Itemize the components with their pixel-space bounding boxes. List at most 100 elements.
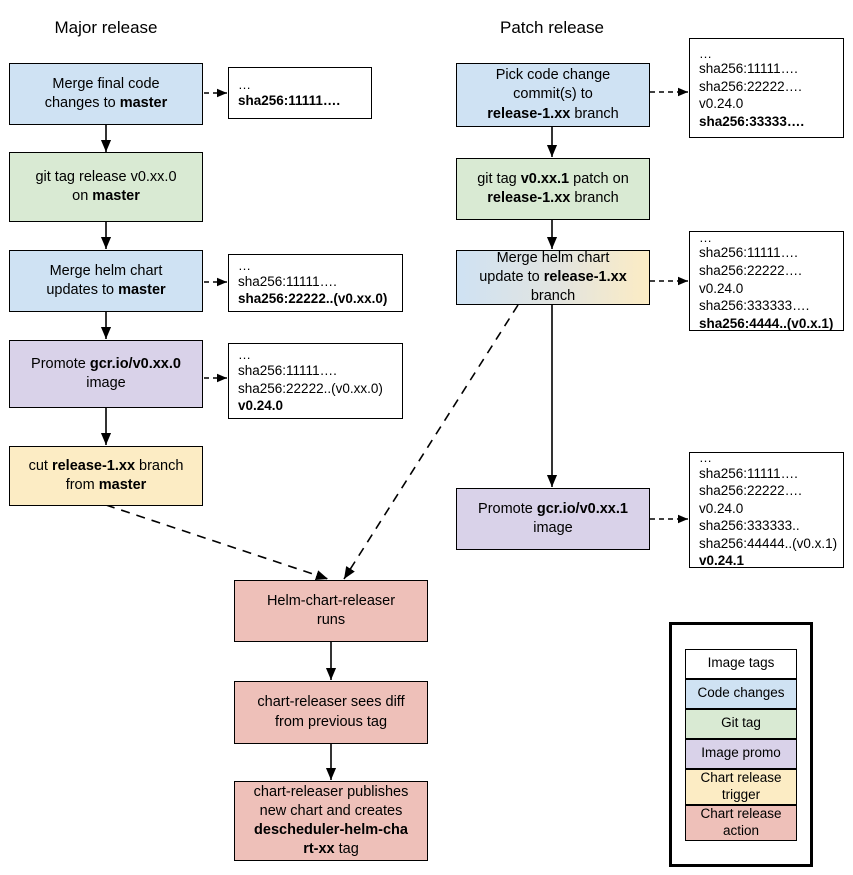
note-lines: …sha256:11111…. sha256:22222..(v0.xx.0) <box>238 258 396 308</box>
node-label-line: commit(s) to <box>513 86 593 103</box>
node-label-line: new chart and creates <box>259 802 403 819</box>
legend-item-label: Git tag <box>721 715 761 731</box>
legend-item-chart-release-action: Chart release action <box>685 804 797 841</box>
legend-item-label: Code changes <box>697 685 785 701</box>
note-line: sha256:22222…. <box>699 483 802 499</box>
note-lines: …sha256:11111…. sha256:22222….v0.24.0 sha2… <box>699 450 837 570</box>
note-image-tags-major-3: …sha256:11111….sha256:22222..(v0.xx.0)v0… <box>228 343 403 419</box>
note-line: sha256:22222..(v0.xx.0) <box>238 380 383 396</box>
note-line: v0.24.1 <box>699 553 745 569</box>
legend-item-label: Chart release action <box>700 806 782 838</box>
legend-item-chart-release-trigger: Chart release trigger <box>685 768 797 805</box>
note-line: sha256:11111…. <box>699 465 798 481</box>
node-label-line: Merge helm chart <box>49 262 163 279</box>
legend-item-label: Image tags <box>707 655 775 671</box>
node-label-line: chart-releaser publishes <box>253 783 409 800</box>
major-note-arrows <box>204 88 227 383</box>
node-label-line: Promote gcr.io/v0.xx.0 <box>31 355 181 372</box>
node-label: Promote gcr.io/v0.xx.1 image <box>463 500 643 538</box>
patch-release-title: Patch release <box>500 18 604 37</box>
legend-item-git-tag: Git tag <box>685 708 797 739</box>
note-image-tags-major-1: …sha256:11111…. <box>228 67 372 119</box>
node-label-line: descheduler-helm-cha <box>254 822 408 838</box>
node-label-line: Helm-chart-releaser <box>266 592 396 609</box>
note-line: sha256:22222..(v0.xx.0) <box>238 291 388 307</box>
node-promote-image-major[interactable]: Promote gcr.io/v0.xx.0 image <box>9 340 203 408</box>
legend-item-image-promo: Image promo <box>685 738 797 769</box>
node-label-line: Merge helm chart <box>496 249 610 266</box>
legend-item-image-tags: Image tags <box>685 648 797 679</box>
major-release-title: Major release <box>54 18 158 37</box>
node-label-line: update to release-1.xx <box>479 268 627 285</box>
patch-note-arrows <box>650 87 688 524</box>
node-label: Promote gcr.io/v0.xx.0 image <box>16 355 196 393</box>
note-line: sha256:11111…. <box>699 61 798 77</box>
note-line: sha256:11111…. <box>238 92 341 108</box>
node-promote-image-patch[interactable]: Promote gcr.io/v0.xx.1 image <box>456 488 650 550</box>
note-lines: …sha256:11111…. <box>238 76 365 109</box>
note-lines: …sha256:11111….sha256:22222..(v0.xx.0)v0… <box>238 349 396 414</box>
note-line: sha256:22222…. <box>699 263 802 279</box>
node-label-line: Promote gcr.io/v0.xx.1 <box>478 500 628 517</box>
note-ellipsis: … <box>699 450 713 466</box>
note-lines: …sha256:11111…. sha256:22222….v0.24.0 sha2… <box>699 229 837 332</box>
note-line: sha256:11111…. <box>699 245 798 261</box>
node-label-line: release-1.xx branch <box>487 105 619 122</box>
legend-item-label: Image promo <box>701 745 781 761</box>
node-label: Pick code change commit(s) to release-1.xx… <box>463 66 643 123</box>
note-image-tags-patch-3: …sha256:11111…. sha256:22222….v0.24.0 sha2… <box>689 450 844 570</box>
node-label: Merge helm chart updates to master <box>16 262 196 300</box>
note-ellipsis: … <box>699 229 713 245</box>
note-ellipsis: … <box>238 258 252 274</box>
note-line: sha256:333333.. <box>699 518 800 534</box>
node-label-line: changes to master <box>44 95 168 111</box>
note-line: v0.24.0 <box>699 96 744 112</box>
node-merge-helm-chart-updates[interactable]: Merge helm chart updates to master <box>9 250 203 312</box>
note-ellipsis: … <box>238 76 252 92</box>
node-label: Merge final code changes to master <box>16 75 196 113</box>
note-image-tags-patch-2: …sha256:11111…. sha256:22222….v0.24.0 sha2… <box>689 231 844 331</box>
node-label-line: updates to master <box>46 282 166 298</box>
note-line: v0.24.0 <box>238 398 284 414</box>
note-line: sha256:33333…. <box>699 113 805 129</box>
node-cut-release-branch[interactable]: cut release-1.xx branch from master <box>9 446 203 506</box>
node-chart-releaser-publishes[interactable]: chart-releaser publishes new chart and cr… <box>234 781 428 861</box>
node-label-line: from previous tag <box>274 713 388 730</box>
node-merge-final-code[interactable]: Merge final code changes to master <box>9 63 203 125</box>
note-line: sha256:11111…. <box>238 273 337 289</box>
node-label-line: from master <box>65 477 147 493</box>
node-label-line: chart-releaser sees diff <box>257 694 405 711</box>
note-line: v0.24.0 <box>699 500 744 516</box>
legend-item-label: Chart release trigger <box>700 770 782 802</box>
node-label: chart-releaser publishes new chart and cr… <box>241 783 421 860</box>
node-chart-releaser-sees-diff[interactable]: chart-releaser sees diff from previous ta… <box>234 681 428 744</box>
note-line: v0.24.0 <box>699 280 744 296</box>
note-line: sha256:4444..(v0.x.1) <box>699 315 834 331</box>
node-label-line: Pick code change <box>495 67 611 84</box>
node-label-line: cut release-1.xx branch <box>28 457 184 474</box>
note-ellipsis: … <box>699 45 713 61</box>
note-line: sha256:333333…. <box>699 298 810 314</box>
node-label: cut release-1.xx branch from master <box>16 457 196 495</box>
node-label: chart-releaser sees diff from previous ta… <box>241 693 421 731</box>
node-label-line: release-1.xx branch <box>487 190 619 206</box>
node-pick-code-change[interactable]: Pick code change commit(s) to release-1.xx… <box>456 63 650 127</box>
node-label-line: on master <box>72 188 140 204</box>
node-label-line: Merge final code <box>52 75 160 92</box>
note-image-tags-major-2: …sha256:11111…. sha256:22222..(v0.xx.0) <box>228 254 403 312</box>
node-label-line: image <box>86 375 126 391</box>
node-label-line: image <box>533 520 573 536</box>
note-line: sha256:11111…. <box>238 363 337 379</box>
